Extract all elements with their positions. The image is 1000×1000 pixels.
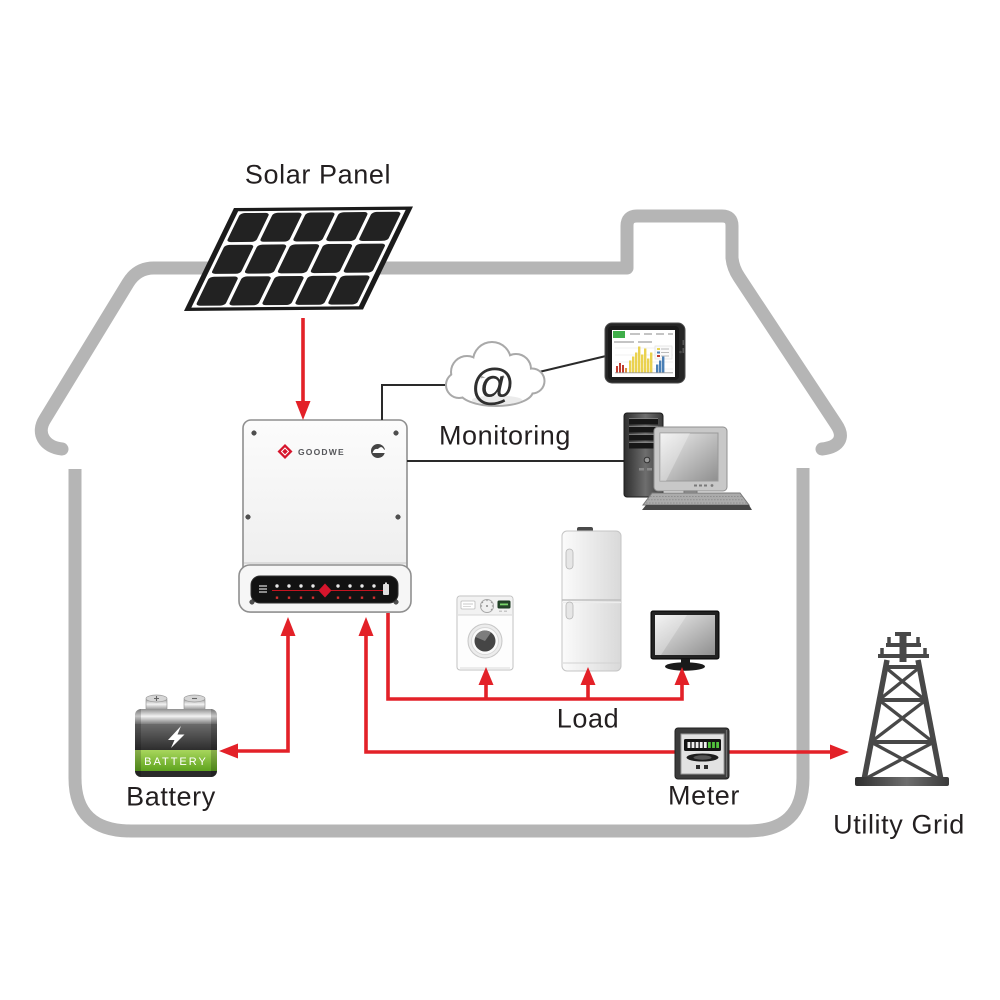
tv-icon (650, 610, 720, 671)
battery-device-text: BATTERY (144, 756, 208, 768)
cloud-at-symbol: @ (471, 360, 516, 409)
label-utility-grid: Utility Grid (833, 809, 965, 840)
monitor-screen (659, 432, 719, 482)
meter-icon (674, 727, 730, 780)
arrow-panel-to-inverter (295, 318, 311, 420)
solar-panel-icon (184, 206, 413, 311)
house-walls (68, 468, 810, 838)
label-battery: Battery (126, 781, 216, 812)
label-load: Load (556, 703, 620, 734)
line-cloud-to-tablet (538, 355, 607, 373)
tablet-icon (604, 322, 686, 384)
refrigerator-icon (561, 527, 622, 672)
battery-lightning-icon (168, 726, 185, 748)
desktop-computer-icon (623, 412, 752, 510)
inverter-icon: GOODWE (238, 419, 412, 613)
battery-icon: BATTERY (135, 694, 217, 777)
tower-drive-bays (629, 418, 658, 449)
washing-machine-icon (456, 595, 514, 671)
house-roof (34, 209, 847, 456)
house-outline (34, 209, 847, 838)
line-inverter-to-cloud (381, 384, 451, 420)
label-meter: Meter (667, 780, 741, 811)
cloud-icon: @ (445, 341, 546, 409)
inverter-display (250, 575, 399, 604)
arrow-inverter-battery (219, 617, 296, 759)
inverter-brand-text: GOODWE (298, 447, 345, 457)
label-monitoring: Monitoring (438, 420, 572, 451)
arrow-inverter-load (386, 613, 690, 701)
battery-terminals (145, 694, 206, 713)
goodwe-logo: GOODWE (277, 444, 345, 459)
monitoring-lines (381, 355, 626, 462)
utility-grid-icon (855, 632, 949, 786)
inverter-cloud-badge-icon (371, 444, 386, 458)
label-solar-panel: Solar Panel (244, 159, 392, 190)
inverter-screws (245, 430, 401, 605)
